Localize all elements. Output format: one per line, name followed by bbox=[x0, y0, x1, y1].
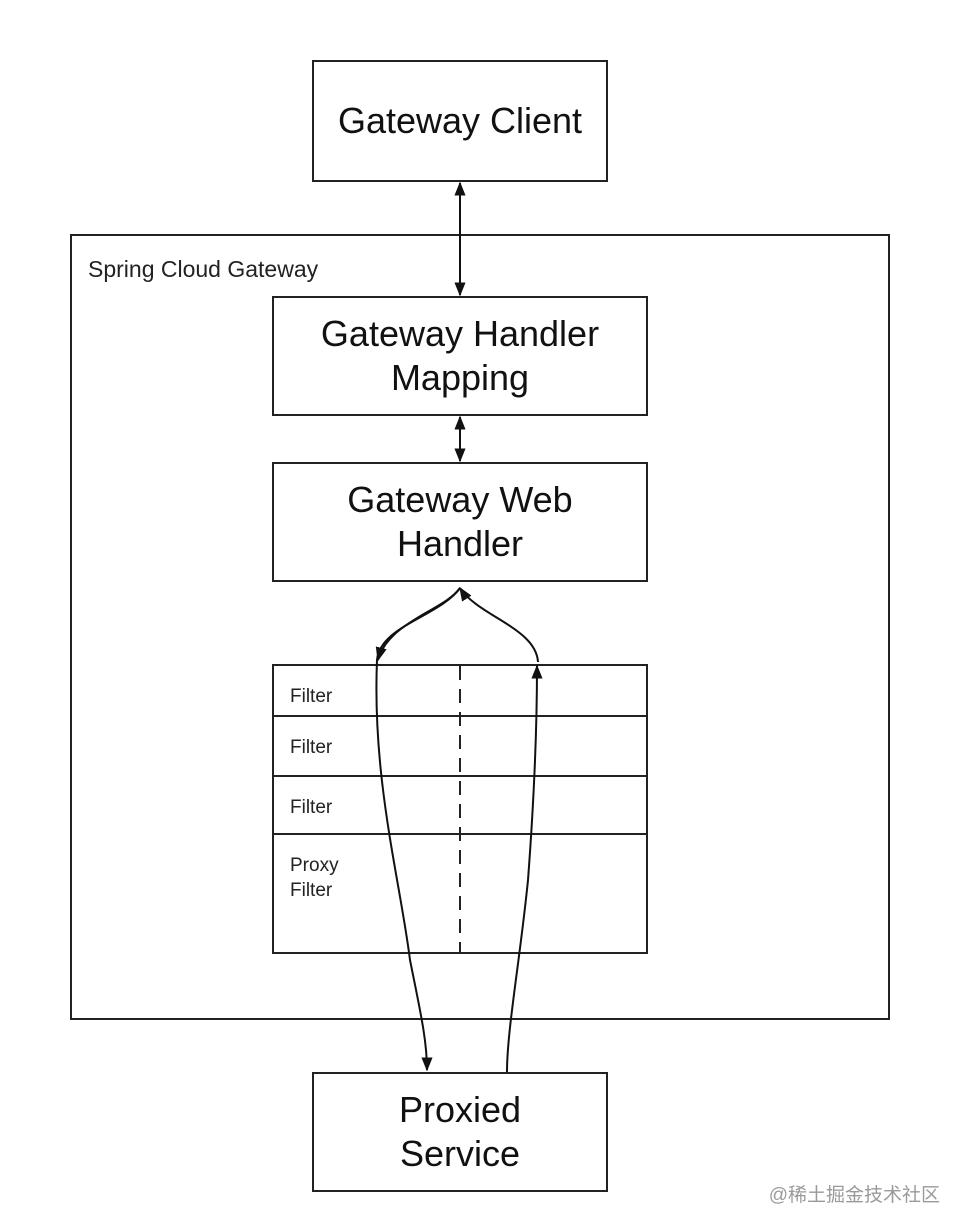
filter-label: Filter bbox=[290, 686, 333, 707]
gateway-handler-mapping-box: Gateway Handler Mapping bbox=[272, 296, 648, 416]
gateway-client-label: Gateway Client bbox=[337, 100, 583, 141]
filter-label: Filter bbox=[290, 737, 333, 758]
gateway-client-box: Gateway Client bbox=[312, 60, 608, 182]
proxied-service-label: Proxied Service bbox=[398, 1089, 522, 1174]
filter-chain: Filter Filter Filter Proxy Filter bbox=[272, 664, 648, 954]
gateway-web-handler-label: Gateway Web Handler bbox=[347, 479, 573, 564]
proxied-service-box: Proxied Service bbox=[312, 1072, 608, 1192]
filter-row: Filter bbox=[274, 666, 646, 717]
container-label: Spring Cloud Gateway bbox=[88, 256, 319, 282]
filter-label: Filter bbox=[290, 797, 333, 818]
filter-row: Filter bbox=[274, 717, 646, 777]
filter-row: Filter bbox=[274, 777, 646, 835]
proxy-filter-label: Proxy Filter bbox=[290, 855, 339, 901]
spring-cloud-gateway-container bbox=[70, 234, 890, 1020]
gateway-web-handler-box: Gateway Web Handler bbox=[272, 462, 648, 582]
watermark: @稀土掘金技术社区 bbox=[768, 1185, 940, 1206]
gateway-handler-mapping-label: Gateway Handler Mapping bbox=[320, 313, 600, 398]
proxy-filter-row: Proxy Filter bbox=[274, 835, 646, 952]
